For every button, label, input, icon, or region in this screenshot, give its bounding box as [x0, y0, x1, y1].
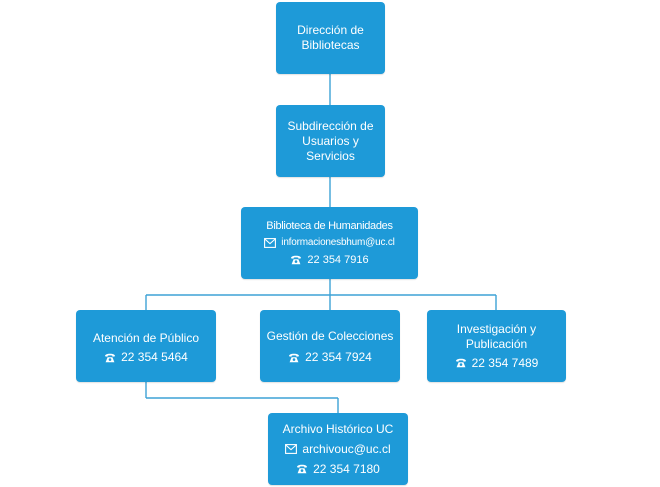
phone-number: 22 354 7916 — [307, 254, 369, 266]
phone-row: 22 354 7924 — [288, 350, 372, 365]
phone-number: 22 354 5464 — [121, 350, 188, 364]
email-row: informacionesbhum@uc.cl — [264, 236, 395, 250]
node-investigacion-y-publicacion: Investigación y Publicación 22 354 7489 — [427, 310, 566, 382]
email-link[interactable]: archivouc@uc.cl — [302, 441, 391, 456]
phone-icon — [296, 464, 308, 474]
node-label-line: Servicios — [306, 148, 355, 163]
email-row: archivouc@uc.cl — [285, 441, 391, 457]
node-label-line: Publicación — [465, 336, 528, 351]
phone-row: 22 354 5464 — [104, 350, 188, 365]
node-title: Gestión de Colecciones — [266, 329, 394, 343]
phone-row: 22 354 7180 — [296, 462, 380, 477]
envelope-icon — [285, 444, 298, 454]
phone-number: 22 354 7924 — [305, 350, 372, 364]
email-link[interactable]: informacionesbhum@uc.cl — [281, 237, 395, 248]
phone-icon — [288, 353, 300, 363]
node-archivo-historico-uc: Archivo Histórico UC archivouc@uc.cl 22 … — [268, 413, 408, 485]
phone-icon — [455, 358, 467, 368]
node-label-line: Dirección de — [297, 23, 364, 37]
node-gestion-de-colecciones: Gestión de Colecciones 22 354 7924 — [260, 310, 400, 382]
node-title: Biblioteca de Humanidades — [266, 220, 393, 232]
envelope-icon — [264, 238, 277, 248]
node-title: Archivo Histórico UC — [282, 421, 394, 436]
phone-number: 22 354 7180 — [313, 461, 380, 476]
node-subdireccion-usuarios-servicios: Subdirección de Usuarios y Servicios — [276, 105, 385, 177]
node-label-line: Subdirección de — [287, 118, 374, 133]
phone-row: 22 354 7489 — [455, 355, 539, 371]
phone-icon — [104, 353, 116, 363]
node-biblioteca-humanidades: Biblioteca de Humanidades informacionesb… — [241, 207, 418, 279]
node-label-line: Usuarios y — [302, 133, 359, 148]
node-title: Atención de Público — [92, 331, 200, 345]
node-direccion-de-bibliotecas: Dirección de Bibliotecas — [276, 2, 385, 74]
phone-row: 22 354 7916 — [290, 253, 369, 267]
phone-icon — [290, 255, 302, 265]
phone-number: 22 354 7489 — [471, 355, 539, 370]
node-label-line: Investigación y — [456, 321, 537, 336]
node-atencion-de-publico: Atención de Público 22 354 5464 — [76, 310, 216, 382]
node-label-line: Bibliotecas — [301, 38, 360, 52]
